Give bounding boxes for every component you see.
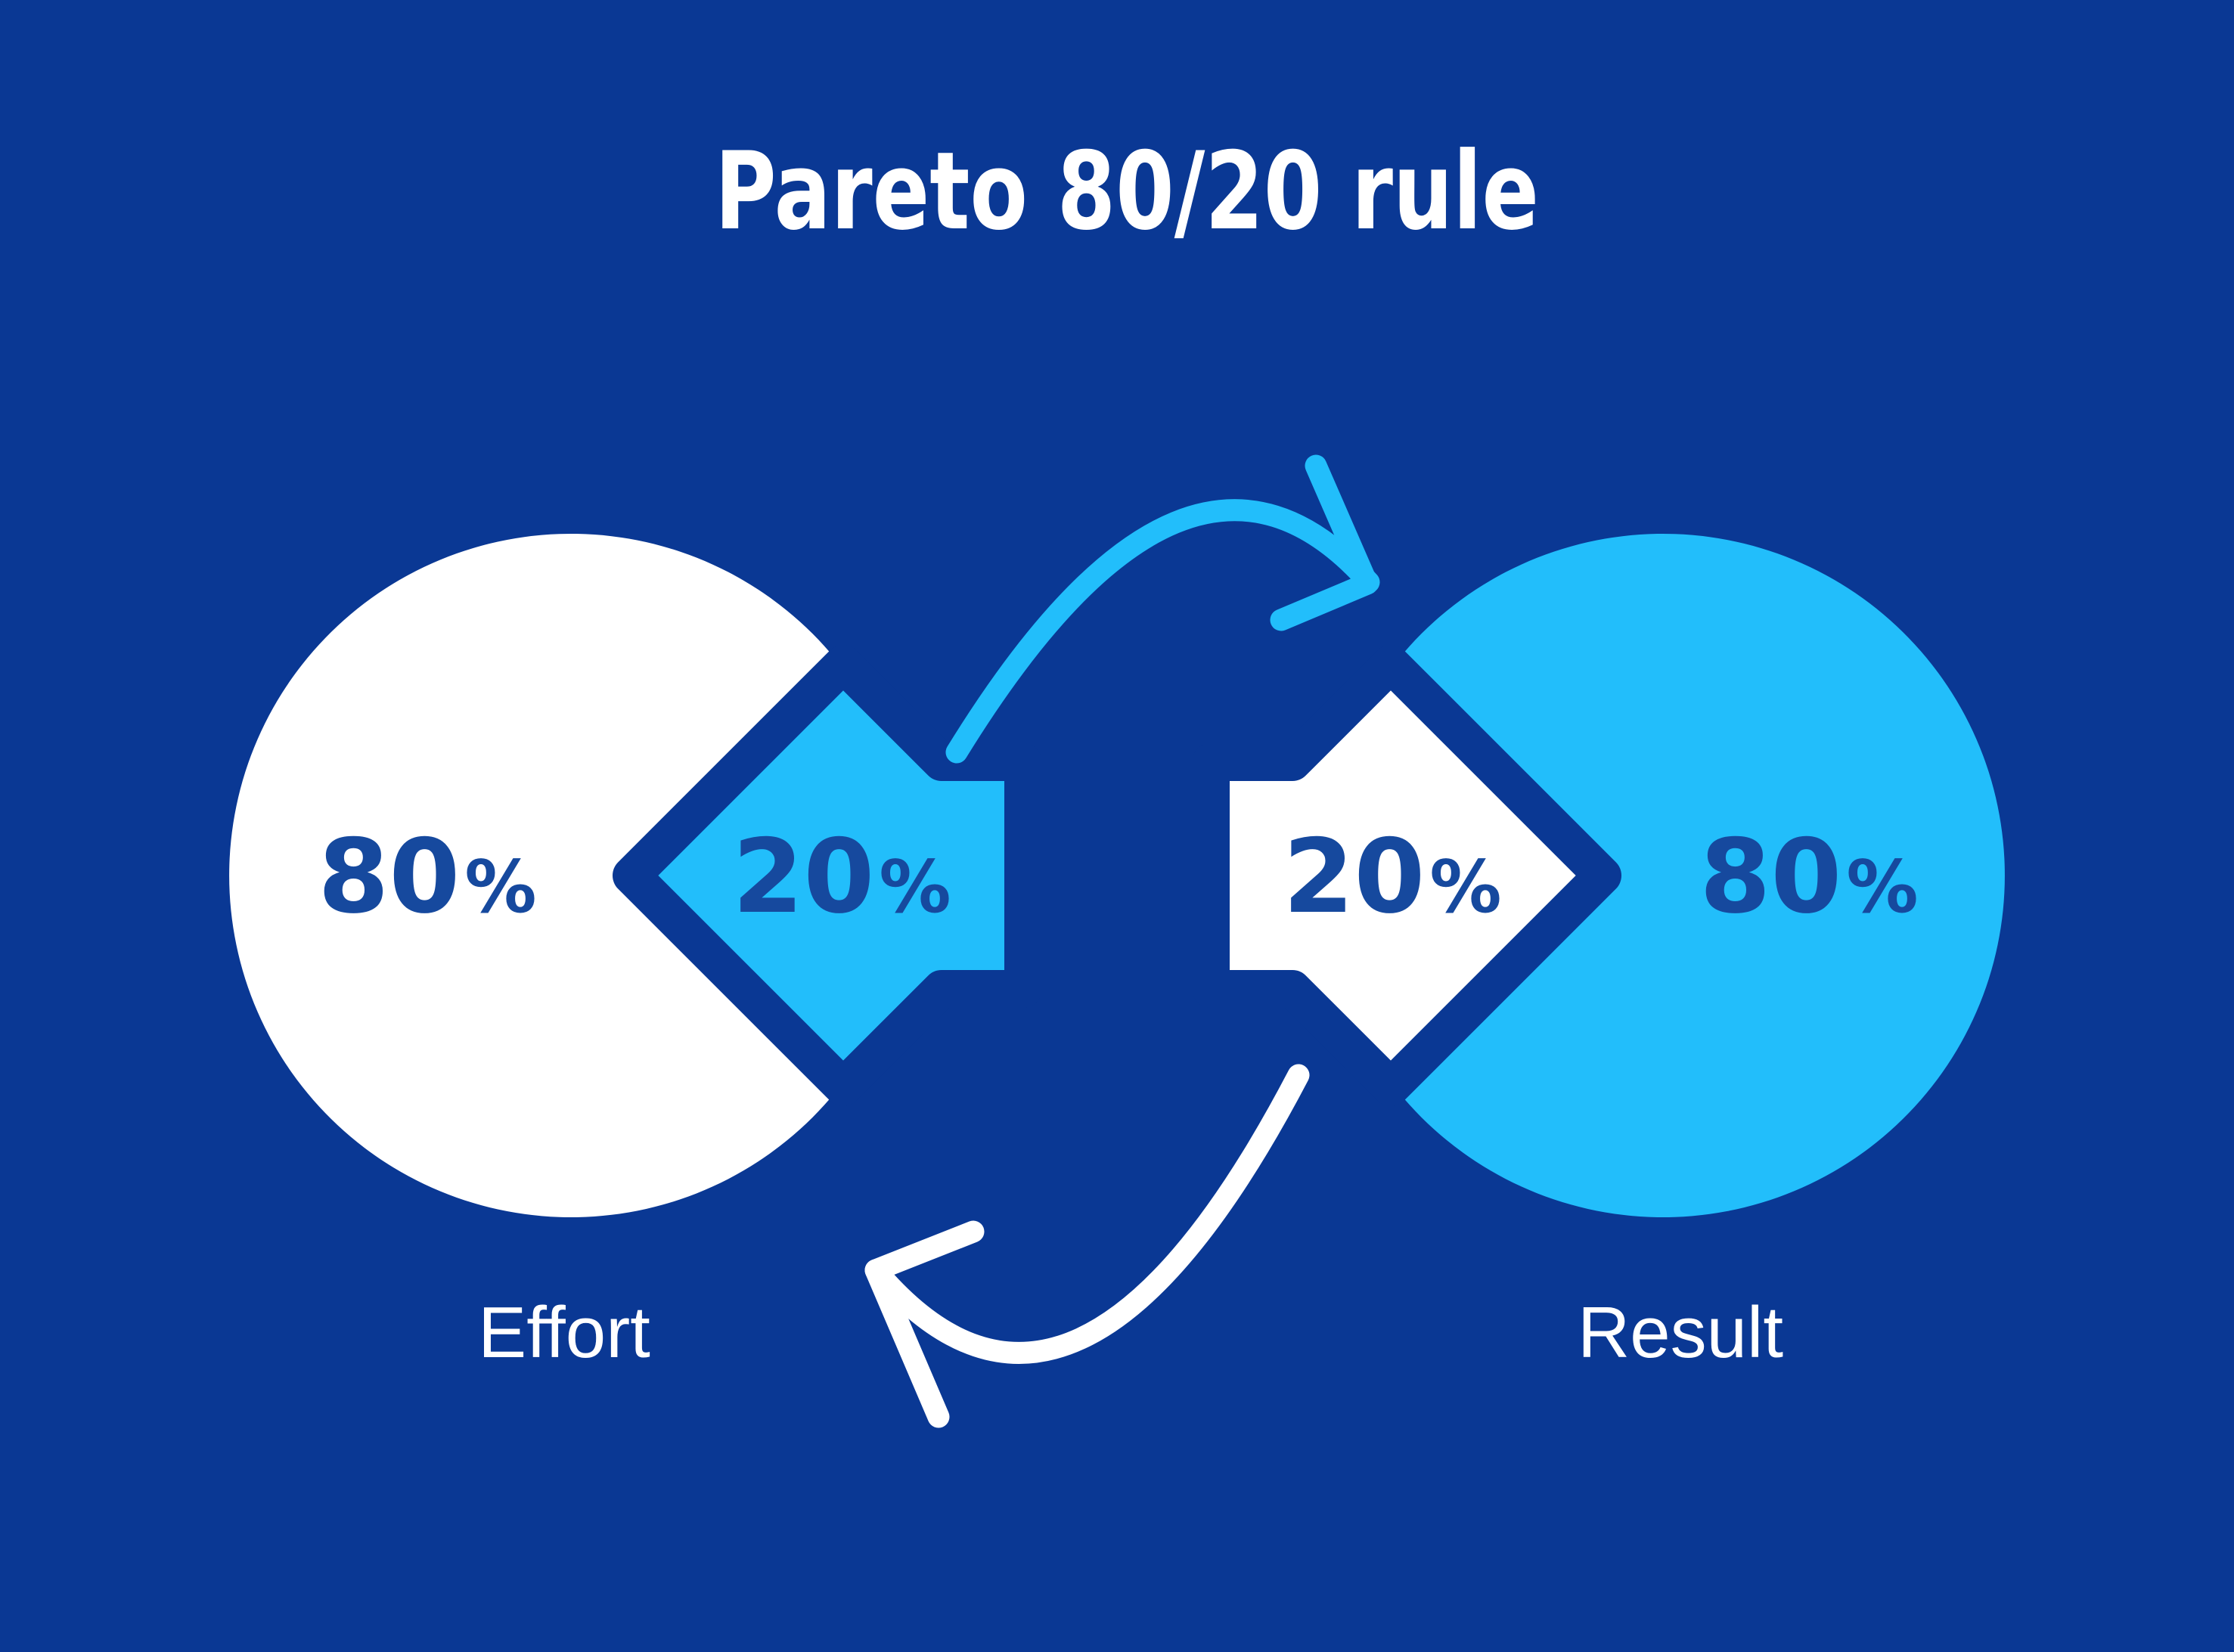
result-circle-share: 80% xyxy=(1699,817,1918,936)
cycle-arrow-top-icon xyxy=(945,454,1380,764)
cycle-arrow-bottom-icon xyxy=(864,1064,1310,1428)
result-arrow-share: 20% xyxy=(1283,817,1501,936)
effort-circle-80 xyxy=(229,534,836,1217)
result-arrow-value: 20 xyxy=(1283,817,1425,936)
page-title: Pareto 80/20 rule xyxy=(715,129,1539,254)
result-arrow-percent-sign: % xyxy=(1429,846,1501,929)
effort-arrow-share: 20% xyxy=(732,817,951,936)
effort-arrow-percent-sign: % xyxy=(879,846,951,929)
result-arrow-right-20 xyxy=(1192,645,1621,1106)
result-circle-percent-sign: % xyxy=(1846,846,1918,929)
effort-circle-percent-sign: % xyxy=(464,846,536,929)
effort-arrow-value: 20 xyxy=(732,817,874,936)
result-circle-value: 80 xyxy=(1699,817,1841,936)
effort-circle-value: 80 xyxy=(318,817,460,936)
result-circle-80 xyxy=(1398,534,2005,1217)
effort-label: Effort xyxy=(478,1292,650,1373)
result-label: Result xyxy=(1578,1292,1783,1373)
effort-circle-share: 80% xyxy=(318,817,536,936)
effort-arrow-left-20 xyxy=(613,645,1042,1106)
